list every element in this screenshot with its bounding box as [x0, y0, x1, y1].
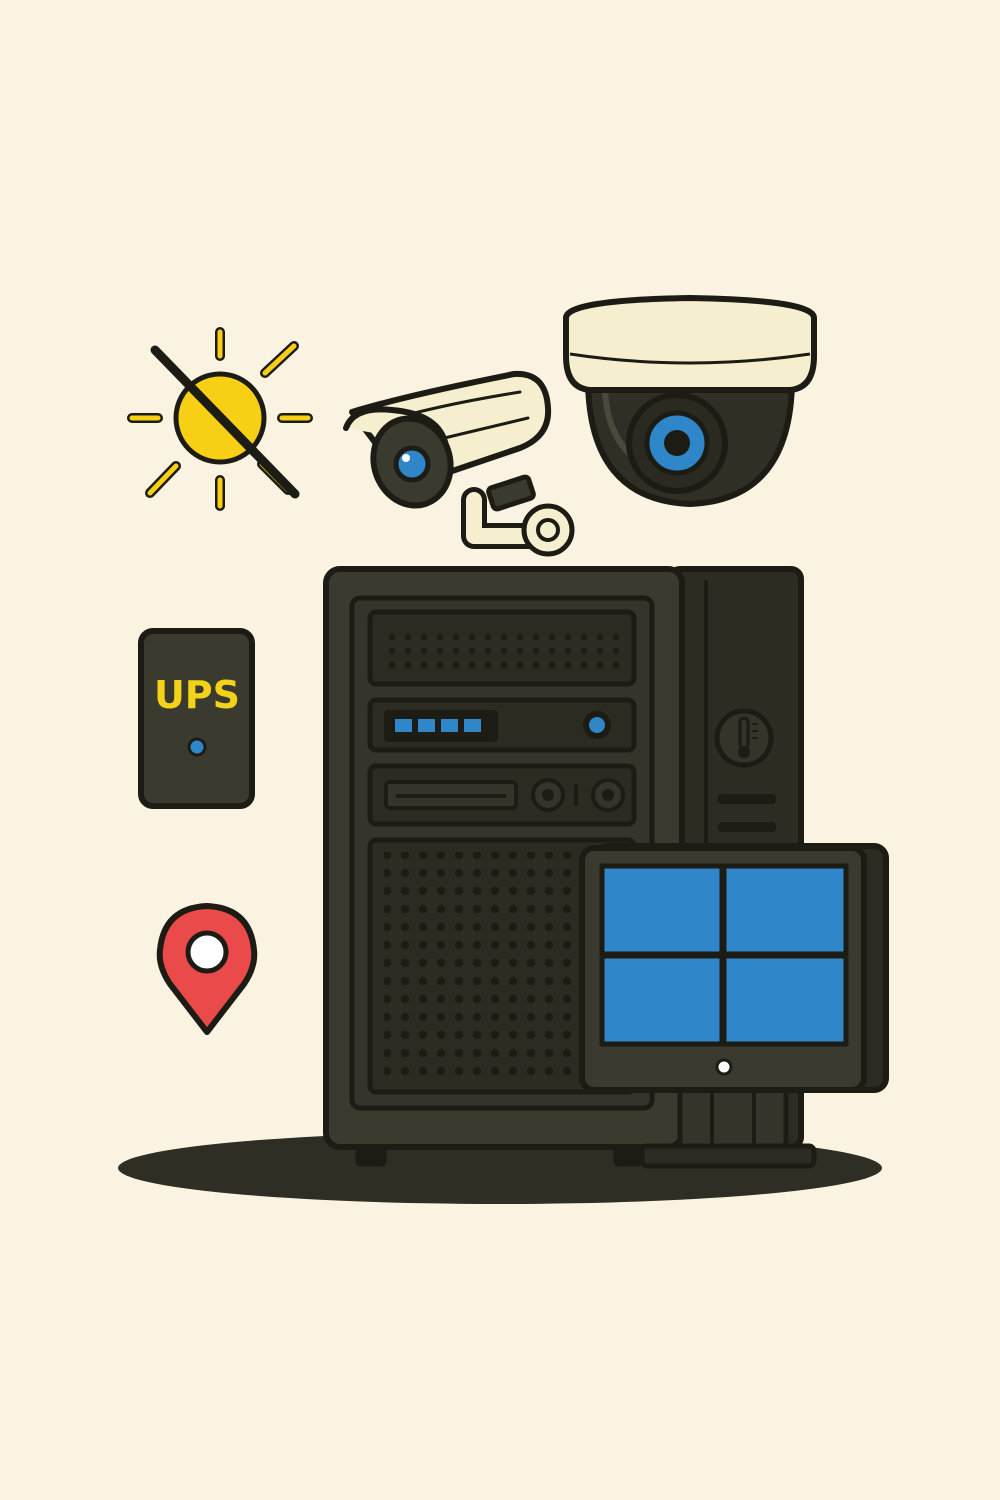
no-sun-icon	[127, 327, 313, 511]
screen-pane	[721, 953, 849, 1047]
screen-pane	[599, 953, 725, 1047]
status-led	[441, 719, 458, 732]
location-pin-icon	[156, 903, 258, 1035]
status-led	[418, 719, 435, 732]
screen-pane	[721, 863, 849, 957]
dome-camera-icon	[563, 295, 817, 507]
ups-battery-icon: UPS	[138, 628, 255, 809]
bullet-camera-icon	[343, 370, 575, 557]
screen-pane	[599, 863, 725, 957]
status-led	[395, 719, 412, 732]
thermometer-icon	[714, 708, 774, 768]
status-led	[464, 719, 481, 732]
monitor-icon	[579, 843, 889, 1169]
ups-label: UPS	[154, 673, 240, 717]
